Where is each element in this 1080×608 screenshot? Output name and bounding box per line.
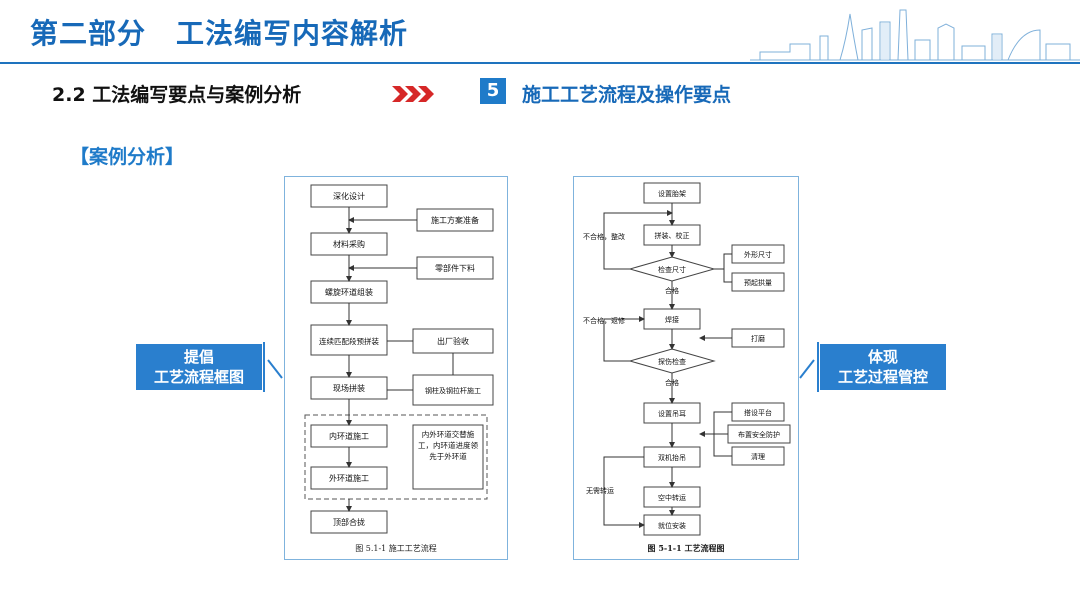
callout-left-line1: 提倡 (183, 348, 214, 366)
flow1-side-2-label: 零部件下料 (435, 263, 475, 273)
flow1-dashed-group (304, 414, 488, 500)
callout-right: 体现 工艺过程管控 (820, 344, 946, 390)
case-analysis-title: 【案例分析】 (70, 146, 185, 168)
flow2-label-pass-2: 合格 (665, 378, 679, 387)
flow1-side-5 (412, 424, 484, 490)
flow2-step-4-label: 焊接 (665, 315, 679, 324)
callout-right-line1: 体现 (867, 348, 898, 366)
flow2-side-2-label: 预起拱量 (744, 278, 772, 287)
top-banner: 第二部分工法编写内容解析 (0, 0, 1080, 64)
flow1-step-3-label: 螺旋环道组装 (325, 287, 373, 297)
flow1-step-1-label: 深化设计 (333, 191, 365, 201)
flow2-label-no-transfer: 无需转运 (586, 486, 614, 495)
callout-right-line2: 工艺过程管控 (837, 368, 928, 386)
flow2-step-7-label: 双机抬吊 (658, 453, 686, 462)
flow1-step-8-label: 顶部合拢 (333, 517, 365, 527)
flow1-side-4-label: 钢柱及钢拉杆施工 (425, 386, 481, 395)
flow1-caption: 图 5.1-1 施工工艺流程 (355, 543, 437, 553)
flowchart-panel-2: 设置胎架 拼装、校正 检查尺寸 焊接 探伤检查 设置吊耳 双机抬吊 空中转运 就… (573, 176, 799, 560)
callout-right-bracket (799, 342, 819, 392)
flow1-side-5-label: 内外环道交替施工，内环道进度领先于外环道 (418, 430, 478, 461)
flow2-side-4-label: 搭设平台 (744, 408, 772, 417)
city-skyline-icon (750, 9, 1080, 61)
flow1-side-3-label: 出厂验收 (437, 336, 469, 346)
flow2-caption: 图 5-1-1 工艺流程图 (648, 543, 725, 553)
flow1-side-4 (412, 374, 494, 406)
flow1-step-2-label: 材料采购 (333, 239, 365, 249)
flow1-step-5-label: 现场拼装 (333, 383, 365, 393)
flow2-side-1-label: 外形尺寸 (744, 250, 772, 259)
flow2-step-3-label: 检查尺寸 (658, 265, 686, 274)
flow2-side-3-label: 打磨 (751, 334, 765, 343)
flowchart-2: 设置胎架 拼装、校正 检查尺寸 焊接 探伤检查 设置吊耳 双机抬吊 空中转运 就… (583, 182, 791, 553)
title-main: 工法编写内容解析 (176, 17, 409, 50)
flow2-step-8-label: 空中转运 (658, 493, 686, 502)
flow1-side-1-label: 施工方案准备 (431, 215, 479, 225)
flow2-step-6-label: 设置吊耳 (658, 409, 686, 418)
flow2-label-rework: 不合格，整改 (583, 232, 625, 241)
flow2-side-6-label: 清理 (751, 452, 765, 461)
callout-left-line2: 工艺流程框图 (153, 368, 244, 386)
chevron-arrows-icon (392, 86, 434, 102)
flow2-step-1-label: 设置胎架 (658, 189, 686, 198)
flow2-step-9-label: 就位安装 (658, 521, 686, 530)
flow2-step-5-label: 探伤检查 (658, 357, 686, 366)
page-title: 第二部分工法编写内容解析 (30, 12, 408, 52)
flowchart-1: 深化设计 材料采购 螺旋环道组装 连续匹配段预拼装 现场拼装 内环道施工 外环道… (304, 184, 494, 553)
flowchart-panel-1: 深化设计 材料采购 螺旋环道组装 连续匹配段预拼装 现场拼装 内环道施工 外环道… (284, 176, 508, 560)
section-heading: 2.2 工法编写要点与案例分析 (52, 84, 302, 106)
flow1-step-6-label: 内环道施工 (329, 431, 369, 441)
flow2-label-pass-1: 合格 (665, 286, 679, 295)
flow1-step-7-label: 外环道施工 (329, 473, 369, 483)
flow2-step-2-label: 拼装、校正 (655, 231, 690, 240)
flow1-step-4-label: 连续匹配段预拼装 (319, 336, 379, 346)
callout-left: 提倡 工艺流程框图 (136, 344, 262, 390)
title-part: 第二部分 (30, 17, 147, 50)
callout-left-bracket (263, 342, 283, 392)
flow2-side-5-label: 布置安全防护 (738, 430, 780, 439)
section-number-badge: 5 (480, 78, 506, 104)
flow2-label-repair: 不合格，返修 (583, 316, 625, 325)
topic-heading: 施工工艺流程及操作要点 (522, 84, 732, 106)
